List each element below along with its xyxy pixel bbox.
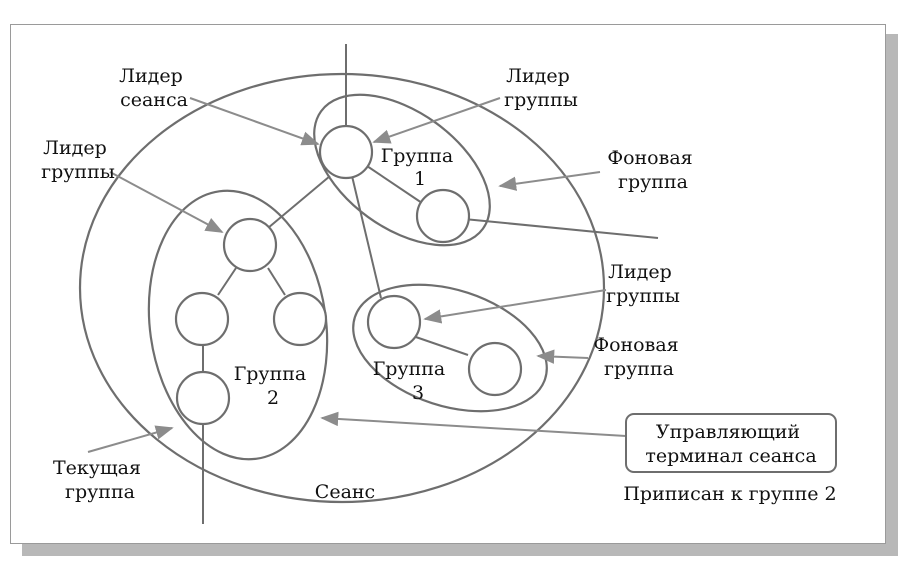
arrow-session-leader (189, 97, 320, 146)
label-group1: Группа 1 (381, 145, 460, 190)
label-group3-leader: Лидер группы (606, 261, 680, 307)
arrow-group3-leader (423, 289, 607, 324)
arrow-current-group (87, 425, 174, 453)
link-p1-p3 (267, 175, 331, 229)
label-session: Сеанс (315, 481, 375, 503)
arrow-background-group-1 (498, 171, 601, 191)
process-group3-member (467, 341, 523, 397)
process-group3-leader (366, 294, 422, 350)
link-p6-p8 (409, 334, 469, 356)
label-terminal-box: Управляющий терминал сеанса (645, 421, 816, 467)
link-p2-tail (463, 218, 659, 239)
link-p1-p6 (351, 175, 382, 299)
arrow-group2-leader (109, 171, 224, 233)
link-p3-p5 (267, 267, 286, 296)
arrow-background-group-3 (536, 349, 589, 364)
process-group1-member (415, 188, 471, 244)
process-group2-member-b (272, 291, 328, 347)
label-group1-leader: Лидер группы (504, 65, 578, 111)
label-background-group-3: Фоновая группа (593, 334, 684, 380)
process-group2-leader (222, 217, 278, 273)
label-current-group: Текущая группа (53, 457, 147, 503)
arrow-group1-leader (372, 97, 501, 144)
label-background-group-1: Фоновая группа (607, 147, 698, 193)
process-group2-member-c (175, 370, 231, 426)
link-p3-p4 (217, 267, 237, 296)
label-terminal-note: Приписан к группе 2 (623, 483, 836, 505)
terminal-box (625, 413, 837, 473)
link-p1-p2 (366, 165, 423, 204)
label-group2: Группа 2 (234, 363, 313, 409)
label-session-leader: Лидер сеанса (119, 65, 189, 111)
process-session-leader (318, 124, 374, 180)
arrow-controlling-terminal (320, 411, 627, 437)
process-group2-member-a (174, 291, 230, 347)
label-group3: Группа 3 (373, 358, 452, 404)
label-group2-leader: Лидер группы (41, 137, 115, 183)
